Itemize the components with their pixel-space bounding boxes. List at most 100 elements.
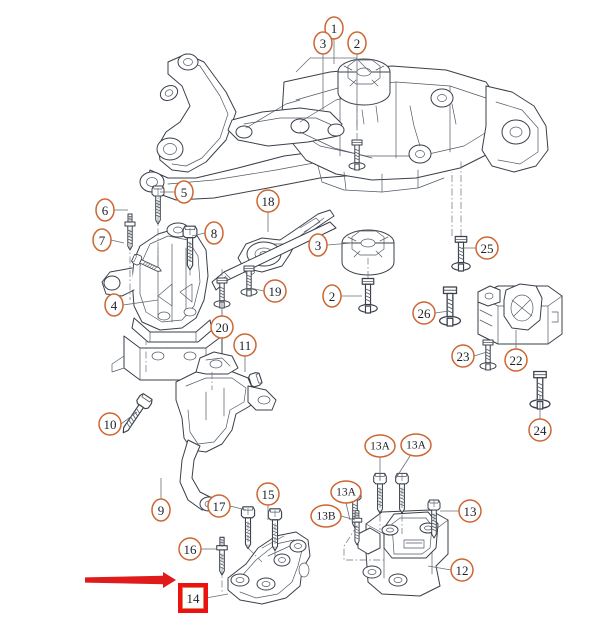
callout-label: 7 — [99, 233, 106, 248]
callout-13a[interactable]: 13A — [330, 480, 362, 504]
callout-24[interactable]: 24 — [528, 418, 552, 442]
callout-label: 13B — [316, 511, 336, 523]
callout-26[interactable]: 26 — [412, 301, 436, 325]
torque-rod-part-18 — [211, 209, 337, 291]
callout-13[interactable]: 13 — [458, 499, 482, 523]
callout-shape — [151, 498, 171, 522]
bolt-item-10 — [116, 392, 155, 438]
callout-shape — [528, 418, 552, 442]
callout-25[interactable]: 25 — [475, 236, 499, 260]
callout-label: 14 — [187, 591, 201, 606]
callout-shape — [458, 499, 482, 523]
mount-bracket-part-14 — [227, 531, 311, 605]
engine-mount-left-part-4 — [101, 222, 213, 343]
callout-9[interactable]: 9 — [151, 498, 171, 522]
callout-shape — [263, 279, 287, 303]
callout-4[interactable]: 4 — [104, 293, 124, 317]
callout-2[interactable]: 2 — [322, 284, 342, 308]
leader-line-l8 — [191, 232, 206, 237]
callout-shape — [330, 480, 362, 504]
callout-shape — [207, 494, 231, 518]
callout-label: 13A — [406, 440, 427, 452]
callout-shape — [308, 233, 328, 257]
callout-13b[interactable]: 13B — [310, 504, 342, 528]
callout-shape — [233, 333, 257, 357]
damper-upper-part-3 — [337, 58, 391, 106]
callout-1[interactable]: 1 — [324, 16, 344, 40]
callout-shape — [451, 344, 475, 368]
callout-12[interactable]: 12 — [450, 558, 474, 582]
callout-shape — [313, 31, 333, 55]
callout-shape — [95, 198, 115, 222]
callout-18[interactable]: 18 — [256, 189, 280, 213]
callout-label: 23 — [457, 349, 470, 364]
callout-14[interactable]: 14 — [181, 586, 205, 610]
callout-16[interactable]: 16 — [178, 537, 202, 561]
callout-label: 15 — [262, 487, 275, 502]
callout-3[interactable]: 3 — [308, 233, 328, 257]
leader-lines — [110, 39, 541, 599]
callout-shape — [98, 412, 122, 436]
callout-shape — [210, 315, 234, 339]
callout-label: 11 — [239, 338, 252, 353]
highlight-box — [178, 583, 208, 613]
callout-shape — [324, 16, 344, 40]
callout-label: 17 — [213, 499, 227, 514]
callout-shape — [475, 236, 499, 260]
callout-15[interactable]: 15 — [256, 482, 280, 506]
leader-line-l26 — [434, 310, 450, 314]
callout-23[interactable]: 23 — [451, 344, 475, 368]
callout-label: 2 — [354, 36, 361, 51]
callout-label: 2 — [329, 289, 336, 304]
callout-shape — [92, 228, 112, 252]
leader-line-l4 — [122, 299, 159, 306]
callout-label: 3 — [315, 238, 322, 253]
bolt-item-23 — [479, 339, 497, 371]
highlight-annotation — [85, 572, 208, 613]
callout-5[interactable]: 5 — [174, 180, 194, 204]
callout-shape — [204, 221, 224, 245]
callout-label: 18 — [262, 194, 275, 209]
callout-10[interactable]: 10 — [98, 412, 122, 436]
callout-17[interactable]: 17 — [207, 494, 231, 518]
callout-13a[interactable]: 13A — [364, 434, 396, 458]
callout-label: 5 — [181, 185, 188, 200]
callout-22[interactable]: 22 — [504, 348, 528, 372]
callout-shape — [504, 348, 528, 372]
callout-label: 25 — [481, 241, 494, 256]
callout-7[interactable]: 7 — [92, 228, 112, 252]
callout-shape — [256, 189, 280, 213]
highlight-arrow — [85, 572, 176, 588]
callout-11[interactable]: 11 — [233, 333, 257, 357]
callout-shape — [178, 537, 202, 561]
bolt-item-26 — [438, 286, 462, 327]
callout-label: 3 — [320, 36, 327, 51]
callout-label: 26 — [418, 306, 432, 321]
callout-19[interactable]: 19 — [263, 279, 287, 303]
callout-shape — [104, 293, 124, 317]
callout-label: 8 — [211, 226, 218, 241]
callout-shape — [412, 301, 436, 325]
callout-shape — [364, 434, 396, 458]
leader-line-l7 — [110, 239, 125, 244]
callout-label: 19 — [269, 284, 282, 299]
callout-label: 13A — [336, 487, 357, 499]
callout-6[interactable]: 6 — [95, 198, 115, 222]
leader-line-l12 — [427, 565, 452, 571]
callout-3[interactable]: 3 — [313, 31, 333, 55]
gearbox-mount-part-9 — [175, 351, 277, 512]
leader-line-l19 — [249, 287, 265, 292]
callout-2[interactable]: 2 — [347, 31, 367, 55]
callout-8[interactable]: 8 — [204, 221, 224, 245]
subframe-assembly — [139, 53, 549, 201]
callout-20[interactable]: 20 — [210, 315, 234, 339]
leader-line-l13a1 — [345, 502, 351, 521]
callout-shape — [174, 180, 194, 204]
callout-label: 6 — [102, 203, 109, 218]
callout-label: 22 — [510, 353, 523, 368]
callout-label: 13A — [370, 441, 391, 453]
callout-label: 9 — [158, 503, 165, 518]
callout-13a[interactable]: 13A — [400, 433, 432, 457]
leader-line-l10 — [120, 411, 138, 425]
